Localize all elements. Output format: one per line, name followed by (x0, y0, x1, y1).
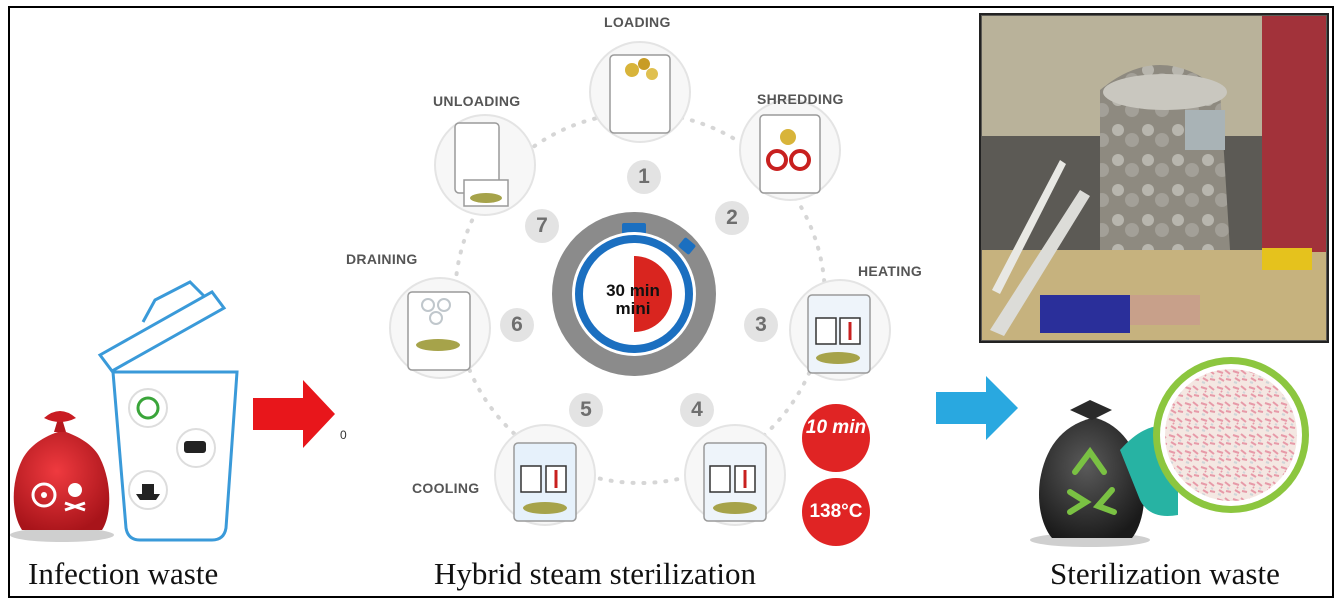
step-number-1: 1 (627, 160, 661, 194)
caption-sterilization-waste: Sterilization waste (1050, 556, 1280, 591)
caption-infection-waste: Infection waste (28, 556, 219, 591)
timer-mode: mini (615, 299, 651, 318)
hold-time-badge: 10 min (802, 404, 870, 472)
loading-vessel-icon (589, 41, 691, 143)
step-label-shredding: SHREDDING (757, 91, 844, 107)
red-arrow-icon (253, 380, 335, 448)
step-label-cooling: COOLING (412, 480, 480, 496)
unloading-vessel-icon (434, 114, 536, 216)
step-label-draining: DRAINING (346, 251, 418, 267)
step-number-7: 7 (525, 209, 559, 243)
step-number-4: 4 (680, 393, 714, 427)
heating-vessel-icon (789, 279, 891, 381)
infectious-waste-bag-icon (10, 411, 114, 542)
temperature-badge: 138°C (802, 478, 870, 546)
step-label-heating: HEATING (858, 263, 923, 279)
step-number-5: 5 (569, 393, 603, 427)
timer-duration: 30 min (606, 281, 660, 300)
draining-vessel-icon (389, 277, 491, 379)
caption-hybrid-steam-sterilization: Hybrid steam sterilization (434, 556, 756, 591)
stray-label: 0 (340, 428, 347, 442)
waste-bin-icon (97, 280, 239, 542)
step-number-6: 6 (500, 308, 534, 342)
timer-readout: 30 min mini (598, 282, 668, 318)
step-label-loading: LOADING (604, 14, 671, 30)
step-label-unloading: UNLOADING (433, 93, 521, 109)
step-number-3: 3 (744, 308, 778, 342)
stopwatch-icon (552, 212, 716, 376)
cooling-vessel-icon (494, 424, 596, 526)
shredding-vessel-icon (739, 99, 841, 201)
hold-vessel-icon (684, 424, 786, 526)
step-number-2: 2 (715, 201, 749, 235)
